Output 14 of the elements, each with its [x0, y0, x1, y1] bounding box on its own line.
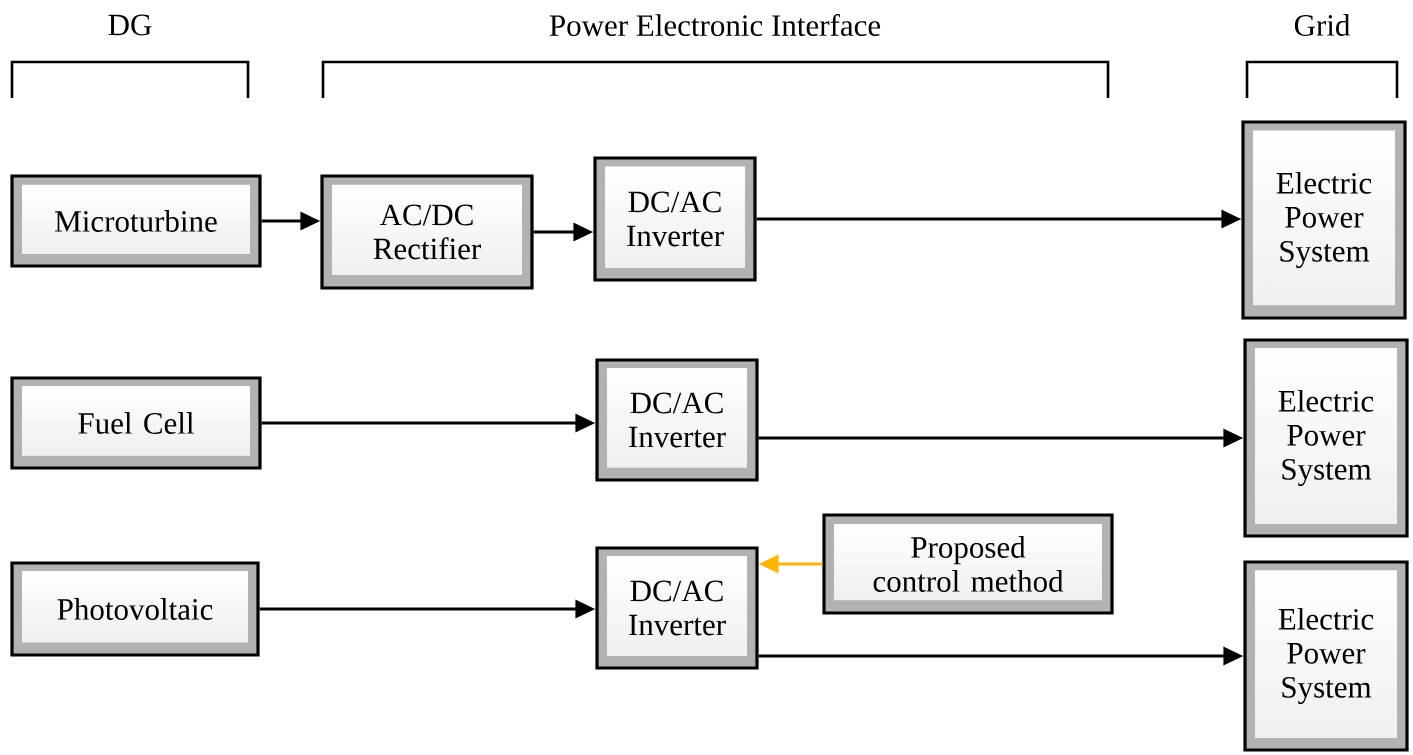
process-box: DC/AC Inverter	[593, 156, 757, 282]
process-box: Photovoltaic	[10, 561, 260, 657]
process-box: Electric Power System	[1243, 560, 1409, 752]
process-box: DC/AC Inverter	[595, 546, 759, 670]
process-box: Electric Power System	[1243, 338, 1409, 538]
header-label: DG	[108, 14, 152, 36]
process-box: Proposed control method	[822, 513, 1114, 615]
header-label: Power Electronic Interface	[549, 13, 881, 37]
process-box: Microturbine	[10, 174, 262, 268]
process-box: Fuel Cell	[10, 376, 262, 470]
process-box: AC/DC Rectifier	[320, 174, 534, 290]
header-label: Grid	[1294, 14, 1351, 36]
process-box: DC/AC Inverter	[595, 358, 759, 482]
process-box: Electric Power System	[1241, 120, 1407, 320]
